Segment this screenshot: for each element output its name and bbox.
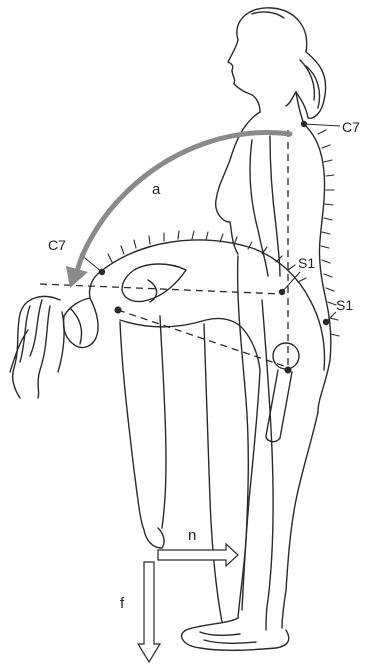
vertical-force-label: f — [120, 596, 124, 611]
flexed-arm-front — [120, 322, 164, 548]
s1-mid-label: S1 — [298, 256, 315, 270]
flexion-arc-arrow — [66, 133, 290, 288]
flexed-upper-guide — [40, 284, 282, 294]
horizontal-force-label: n — [188, 528, 196, 543]
upright-front-leg — [238, 256, 249, 618]
guide-lines — [40, 130, 290, 372]
flexed-lower-guide — [118, 310, 290, 368]
flexed-hair — [10, 296, 82, 398]
hip-point — [284, 366, 291, 373]
arc-label: a — [152, 182, 160, 197]
shoulder-point — [114, 306, 121, 313]
flexed-scapula — [122, 264, 186, 302]
flexed-underside — [120, 318, 260, 370]
horizontal-force-arrow — [158, 544, 238, 566]
landmark-points — [99, 121, 329, 374]
vertical-force-arrow — [138, 562, 160, 662]
upright-arm — [250, 136, 280, 276]
label-pointers — [80, 124, 340, 322]
upright-back-leg — [282, 412, 318, 628]
upright-face — [228, 40, 260, 112]
c7-upright-label: C7 — [342, 120, 360, 134]
flexed-leg-front — [204, 324, 222, 622]
flexed-back — [100, 240, 324, 370]
flexed-arm-back — [160, 316, 166, 528]
s1-right-label: S1 — [336, 298, 353, 312]
flexed-spine-ticks — [108, 231, 306, 282]
flexed-figure — [10, 240, 324, 622]
upright-hair — [237, 8, 326, 118]
flexed-leg-back — [242, 370, 260, 610]
c7-flexed-label: C7 — [48, 238, 66, 252]
